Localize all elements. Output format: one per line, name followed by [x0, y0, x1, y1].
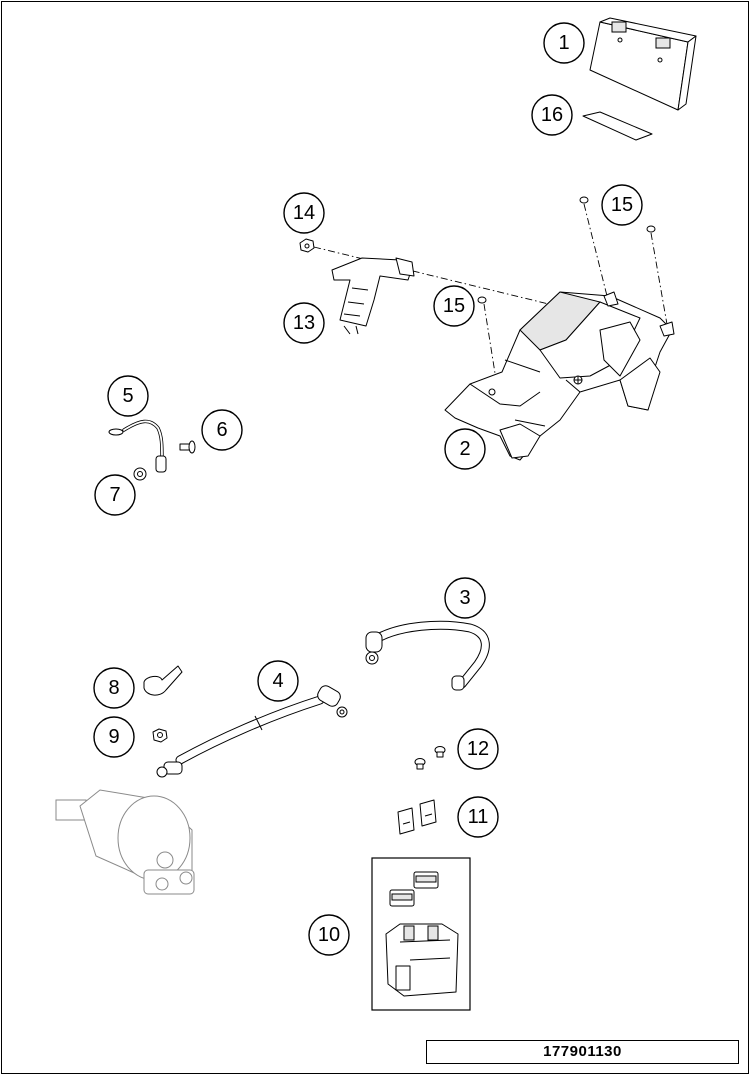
- battery-pad-part: [582, 111, 653, 141]
- nut-part: [299, 238, 315, 253]
- callout-7: 7: [94, 474, 136, 516]
- callout-15-upper: 15: [601, 184, 643, 226]
- svg-text:15: 15: [611, 194, 633, 216]
- callout-3: 3: [444, 577, 486, 619]
- battery-part: [589, 17, 697, 111]
- callout-14: 14: [283, 192, 325, 234]
- bracket-part: [331, 257, 415, 335]
- rubber-cap-part: [143, 665, 183, 696]
- screw-part-upper: [579, 196, 669, 331]
- svg-text:1: 1: [558, 32, 569, 54]
- svg-text:2: 2: [459, 438, 470, 460]
- fuses-part: [397, 799, 437, 835]
- svg-text:4: 4: [272, 670, 283, 692]
- svg-text:13: 13: [293, 312, 315, 334]
- svg-text:5: 5: [122, 385, 133, 407]
- washer-part: [133, 467, 147, 481]
- svg-text:11: 11: [468, 806, 489, 828]
- hex-nut-part: [152, 728, 168, 743]
- svg-text:7: 7: [109, 484, 120, 506]
- callout-6: 6: [201, 409, 243, 451]
- starter-cable-part: [156, 685, 348, 778]
- svg-text:16: 16: [541, 104, 563, 126]
- callout-12: 12: [457, 728, 499, 770]
- callout-11: 11: [457, 796, 499, 838]
- callout-9: 9: [93, 716, 135, 758]
- svg-text:15: 15: [443, 295, 465, 317]
- reference-number: 177901130: [426, 1040, 739, 1064]
- callout-16: 16: [531, 94, 573, 136]
- callout-10: 10: [308, 914, 350, 956]
- svg-text:8: 8: [108, 677, 119, 699]
- callout-13: 13: [283, 302, 325, 344]
- svg-text:10: 10: [318, 924, 340, 946]
- svg-text:3: 3: [459, 587, 470, 609]
- small-screws-part: [414, 746, 446, 770]
- svg-text:9: 9: [108, 726, 119, 748]
- callout-5: 5: [107, 375, 149, 417]
- svg-text:12: 12: [467, 738, 489, 760]
- callout-15-lower: 15: [433, 285, 475, 327]
- callout-8: 8: [93, 667, 135, 709]
- svg-text:14: 14: [293, 202, 315, 224]
- callout-1: 1: [543, 22, 585, 64]
- callout-4: 4: [257, 660, 299, 702]
- bolt-part: [179, 440, 196, 454]
- svg-text:6: 6: [216, 419, 227, 441]
- battery-cable-part: [365, 620, 490, 691]
- ground-wire-part: [108, 419, 167, 473]
- battery-holder-part: [444, 291, 675, 461]
- starter-motor-ghost: [55, 789, 195, 895]
- callout-2: 2: [444, 428, 486, 470]
- starter-relay-part: [371, 857, 471, 1011]
